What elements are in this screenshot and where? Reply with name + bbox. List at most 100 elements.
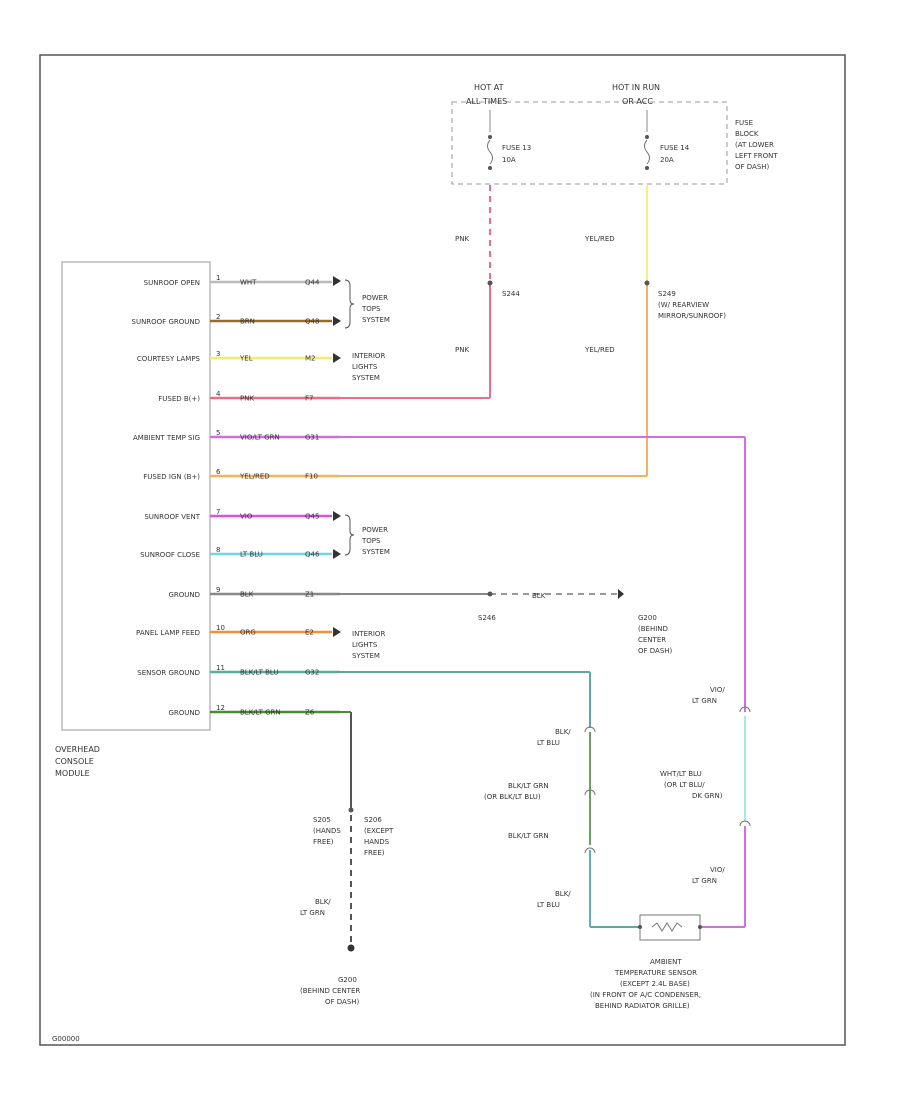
s206-label: S206 (EXCEPT HANDS FREE) bbox=[364, 816, 394, 857]
sensor-line-5: BEHIND RADIATOR GRILLE) bbox=[595, 1002, 690, 1010]
vio-ltgrn-1-line-1: VIO/ bbox=[710, 686, 725, 694]
wire-color-label: BLK/LT GRN bbox=[240, 709, 281, 717]
interior-lights-2-line-1: INTERIOR bbox=[352, 630, 385, 638]
wire-circuit-label: Q48 bbox=[305, 318, 319, 326]
brace-power-tops-2 bbox=[344, 514, 355, 556]
module-pin-label: COURTESY LAMPS bbox=[137, 355, 201, 363]
fuse-13-label: FUSE 13 bbox=[502, 144, 531, 152]
splice-s205-dot bbox=[348, 807, 354, 813]
interior-lights-2-line-3: SYSTEM bbox=[352, 652, 380, 660]
s205-line-2: (HANDS bbox=[313, 827, 341, 835]
s205-line-1: S205 bbox=[313, 816, 331, 824]
yelred-label-upper: YEL/RED bbox=[584, 235, 615, 243]
wire-color-label: ORG bbox=[240, 629, 256, 637]
blk-ltgrn-label-1: BLK/ bbox=[315, 898, 331, 906]
module-pin-label: SENSOR GROUND bbox=[137, 669, 200, 677]
power-tops-2-line-1: POWER bbox=[362, 526, 388, 534]
ground-g200-bottom-dot bbox=[347, 944, 355, 952]
wht-ltblu-line-2: (OR LT BLU/ bbox=[664, 781, 705, 789]
hot-in-run-line-1: HOT IN RUN bbox=[612, 83, 660, 92]
fuse-block-loc-2: BLOCK bbox=[735, 130, 759, 138]
blk-ltgrn-alt-line-2: (OR BLK/LT BLU) bbox=[484, 793, 541, 801]
blk-ltgrn-2-label: BLK/LT GRN bbox=[508, 832, 549, 840]
blk-ltblu-2-line-2: LT BLU bbox=[537, 901, 560, 909]
fuse-block-location: FUSE BLOCK (AT LOWER LEFT FRONT OF DASH) bbox=[735, 119, 778, 171]
brace-power-tops-1 bbox=[344, 279, 355, 329]
module-pin-label: PANEL LAMP FEED bbox=[136, 629, 200, 637]
module-pin-label: SUNROOF CLOSE bbox=[140, 551, 200, 559]
s205-label: S205 (HANDS FREE) bbox=[313, 816, 341, 846]
wire-circuit-label: F10 bbox=[305, 473, 318, 481]
module-pin-label: FUSED B(+) bbox=[158, 395, 200, 403]
connector-symbol-3 bbox=[584, 726, 596, 733]
power-tops-1-line-2: TOPS bbox=[361, 305, 381, 313]
g200-bottom-line-1: G200 bbox=[338, 976, 357, 984]
pnk-label-upper: PNK bbox=[455, 235, 469, 243]
wire-color-label: YEL/RED bbox=[239, 473, 270, 481]
blk-ltgrn-alt-line-1: BLK/LT GRN bbox=[508, 782, 549, 790]
splice-s246-label: S246 bbox=[478, 614, 496, 622]
wire-color-label: BLK bbox=[240, 591, 254, 599]
hot-at-all-times-line-1: HOT AT bbox=[474, 83, 504, 92]
wire-color-label: LT BLU bbox=[240, 551, 263, 559]
module-pin-number: 11 bbox=[216, 664, 225, 672]
wire-circuit-label: F7 bbox=[305, 395, 313, 403]
module-pin-number: 1 bbox=[216, 274, 220, 282]
sensor-pin-right bbox=[698, 925, 702, 929]
wire-circuit-label: G32 bbox=[305, 669, 319, 677]
footer-code: G00000 bbox=[52, 1035, 80, 1043]
blk-ltblu-1-line-1: BLK/ bbox=[555, 728, 571, 736]
wire-circuit-label: Q46 bbox=[305, 551, 320, 559]
fuse-14-rating: 20A bbox=[660, 156, 674, 164]
yelred-label-lower: YEL/RED bbox=[584, 346, 615, 354]
s206-line-4: FREE) bbox=[364, 849, 385, 857]
sensor-label: AMBIENT TEMPERATURE SENSOR (EXCEPT 2.4L … bbox=[590, 958, 701, 1010]
fuse-14-symbol bbox=[644, 110, 650, 170]
module-pin-label: SUNROOF OPEN bbox=[144, 279, 200, 287]
arrow-pin-10 bbox=[333, 627, 341, 637]
g200-right-label: G200 (BEHIND CENTER OF DASH) bbox=[638, 614, 673, 655]
fuse-block-loc-1: FUSE bbox=[735, 119, 753, 127]
g200-bottom-line-2: (BEHIND CENTER bbox=[300, 987, 360, 995]
sensor-line-3: (EXCEPT 2.4L BASE) bbox=[620, 980, 690, 988]
module-pin-number: 12 bbox=[216, 704, 225, 712]
splice-s244-dot bbox=[487, 280, 493, 286]
module-pin-number: 6 bbox=[216, 468, 221, 476]
fuse-14-label: FUSE 14 bbox=[660, 144, 690, 152]
module-pin-number: 2 bbox=[216, 313, 220, 321]
blk-ltblu-1-line-2: LT BLU bbox=[537, 739, 560, 747]
module-pin-number: 8 bbox=[216, 546, 220, 554]
system-labels: POWER TOPS SYSTEM INTERIOR LIGHTS SYSTEM… bbox=[352, 294, 390, 660]
connector-symbol-1 bbox=[739, 706, 751, 713]
arrow-pin-1 bbox=[333, 276, 341, 286]
power-tops-2-line-3: SYSTEM bbox=[362, 548, 390, 556]
sensor-line-2: TEMPERATURE SENSOR bbox=[614, 969, 697, 977]
connector-symbol-2 bbox=[739, 820, 751, 827]
s206-line-2: (EXCEPT bbox=[364, 827, 394, 835]
interior-lights-2-line-2: LIGHTS bbox=[352, 641, 378, 649]
g200-bottom-label: G200 (BEHIND CENTER OF DASH) bbox=[300, 976, 360, 1006]
wire-color-label: VIO/LT GRN bbox=[240, 434, 280, 442]
power-tops-1-line-3: SYSTEM bbox=[362, 316, 390, 324]
module-pin-number: 3 bbox=[216, 350, 220, 358]
wire-circuit-label: Z1 bbox=[305, 591, 314, 599]
connector-symbol-5 bbox=[584, 847, 596, 854]
module-pin-label: FUSED IGN (B+) bbox=[143, 473, 200, 481]
module-name: OVERHEAD CONSOLE MODULE bbox=[55, 745, 100, 778]
module-name-line-1: OVERHEAD bbox=[55, 745, 100, 754]
splice-s249-line-1: S249 bbox=[658, 290, 676, 298]
pnk-label-lower: PNK bbox=[455, 346, 469, 354]
splice-s246-dot bbox=[487, 591, 493, 597]
arrow-terminals bbox=[333, 276, 341, 637]
fuse-13-rating: 10A bbox=[502, 156, 516, 164]
g200-right-line-4: OF DASH) bbox=[638, 647, 673, 655]
vio-ltgrn-2-line-2: LT GRN bbox=[692, 877, 717, 885]
wire-circuit-label: Q44 bbox=[305, 279, 320, 287]
fuse-13-symbol bbox=[487, 110, 493, 170]
overhead-console-module-box bbox=[61, 261, 211, 731]
arrow-pin-2 bbox=[333, 316, 341, 326]
vio-ltgrn-2-line-1: VIO/ bbox=[710, 866, 725, 874]
interior-lights-1-line-1: INTERIOR bbox=[352, 352, 385, 360]
wire-color-label: WHT bbox=[240, 279, 257, 287]
blk-ground-label: BLK bbox=[532, 592, 546, 600]
